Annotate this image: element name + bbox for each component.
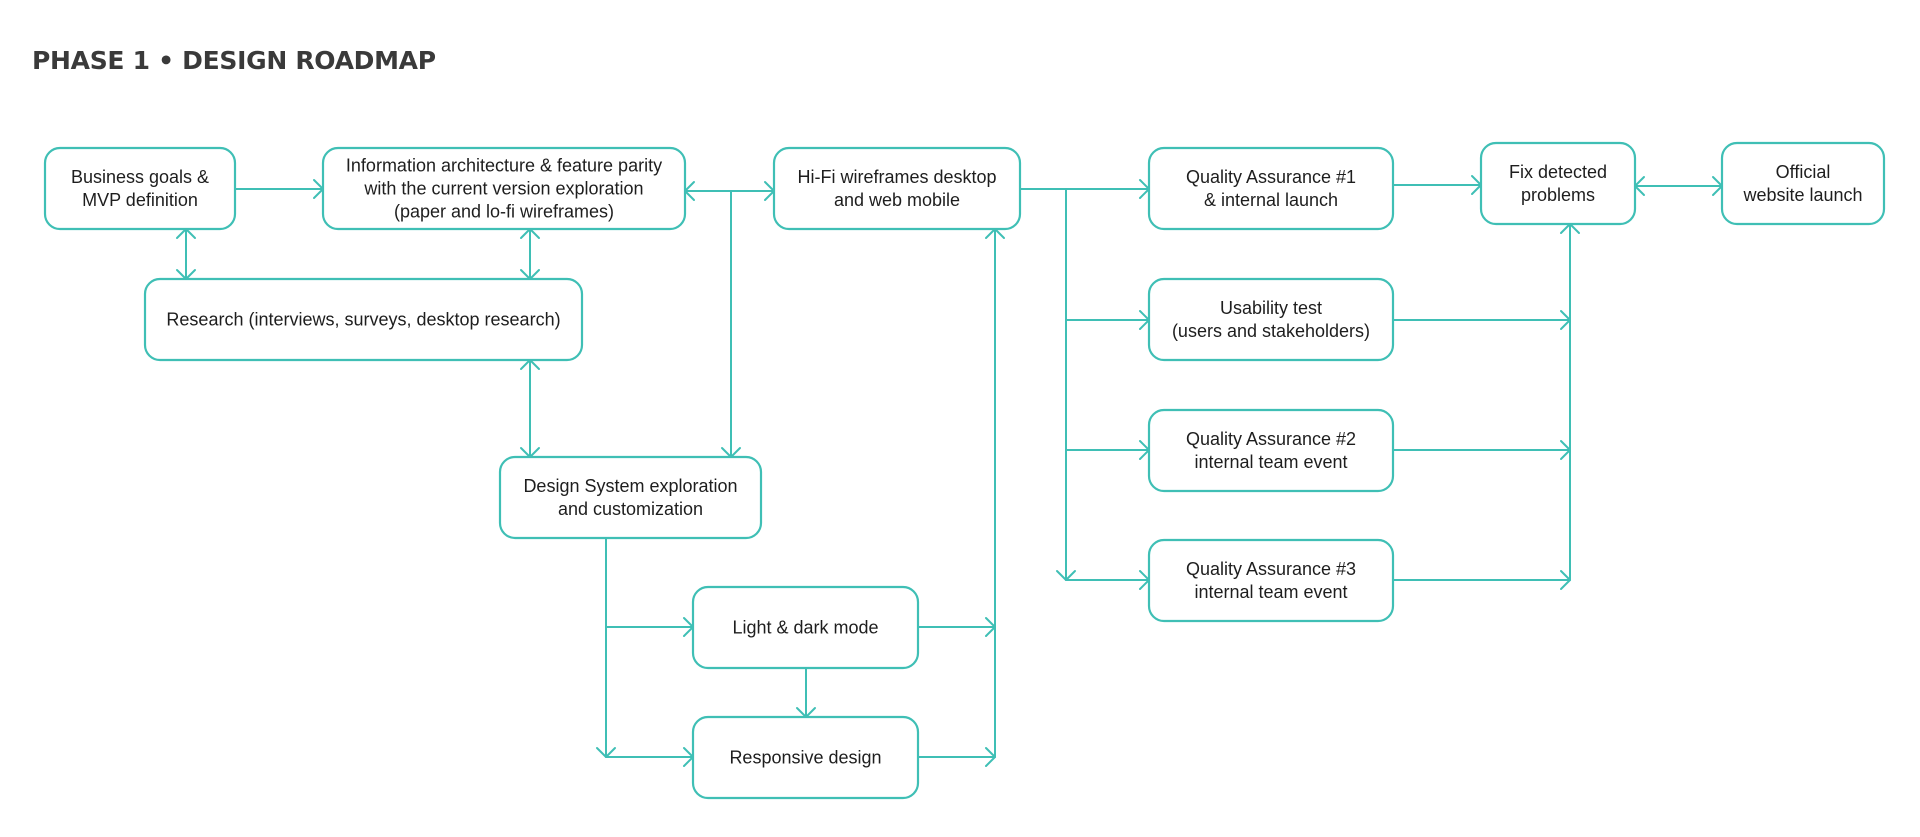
node-box — [498, 455, 763, 540]
node-label: internal team event — [1194, 582, 1347, 602]
connector-layer — [176, 175, 1723, 767]
node-label: Hi-Fi wireframes desktop — [797, 167, 996, 187]
node-label: Responsive design — [729, 748, 881, 768]
node-box — [143, 277, 584, 362]
node-box — [1147, 408, 1395, 493]
node-qa-2: Quality Assurance #2 internal team event — [1147, 408, 1395, 493]
node-responsive-design: Responsive design — [691, 715, 920, 800]
node-box — [1720, 141, 1886, 226]
node-label: & internal launch — [1204, 190, 1338, 210]
node-label: Quality Assurance #1 — [1186, 167, 1356, 187]
node-box — [43, 146, 237, 231]
node-label: and customization — [558, 499, 703, 519]
node-box — [691, 715, 920, 800]
node-business-goals: Business goals & MVP definition — [43, 146, 237, 231]
node-research: Research (interviews, surveys, desktop r… — [143, 277, 584, 362]
node-label: problems — [1521, 185, 1595, 205]
node-information-architecture: Information architecture & feature parit… — [321, 146, 687, 231]
node-box — [772, 146, 1022, 231]
node-label: MVP definition — [82, 190, 198, 210]
node-label: Light & dark mode — [732, 618, 878, 638]
node-label: Quality Assurance #2 — [1186, 429, 1356, 449]
node-label: (users and stakeholders) — [1172, 321, 1370, 341]
node-design-system: Design System exploration and customizati… — [498, 455, 763, 540]
node-label: (paper and lo-fi wireframes) — [394, 202, 614, 222]
node-label: Official — [1776, 162, 1831, 182]
node-label: Design System exploration — [523, 476, 737, 496]
node-box — [321, 146, 687, 231]
node-layer: Business goals & MVP definition Informatio… — [43, 141, 1886, 800]
node-fix-problems: Fix detected problems — [1479, 141, 1637, 226]
node-box — [1147, 538, 1395, 623]
page-title: PHASE 1 • DESIGN ROADMAP — [32, 46, 436, 75]
node-label: Business goals & — [71, 167, 209, 187]
node-label: with the current version exploration — [363, 179, 643, 199]
node-qa-3: Quality Assurance #3 internal team event — [1147, 538, 1395, 623]
node-box — [691, 585, 920, 670]
node-box — [1479, 141, 1637, 226]
node-label: internal team event — [1194, 452, 1347, 472]
node-label: Fix detected — [1509, 162, 1607, 182]
node-label: Quality Assurance #3 — [1186, 559, 1356, 579]
node-label: Information architecture & feature parit… — [346, 156, 662, 176]
node-official-launch: Official website launch — [1720, 141, 1886, 226]
node-hifi-wireframes: Hi-Fi wireframes desktop and web mobile — [772, 146, 1022, 231]
node-label: and web mobile — [834, 190, 960, 210]
node-box — [1147, 277, 1395, 362]
node-label: Research (interviews, surveys, desktop r… — [166, 310, 560, 330]
node-light-dark-mode: Light & dark mode — [691, 585, 920, 670]
node-label: website launch — [1742, 185, 1862, 205]
node-label: Usability test — [1220, 298, 1322, 318]
node-qa-1: Quality Assurance #1 & internal launch — [1147, 146, 1395, 231]
node-usability-test: Usability test (users and stakeholders) — [1147, 277, 1395, 362]
node-box — [1147, 146, 1395, 231]
